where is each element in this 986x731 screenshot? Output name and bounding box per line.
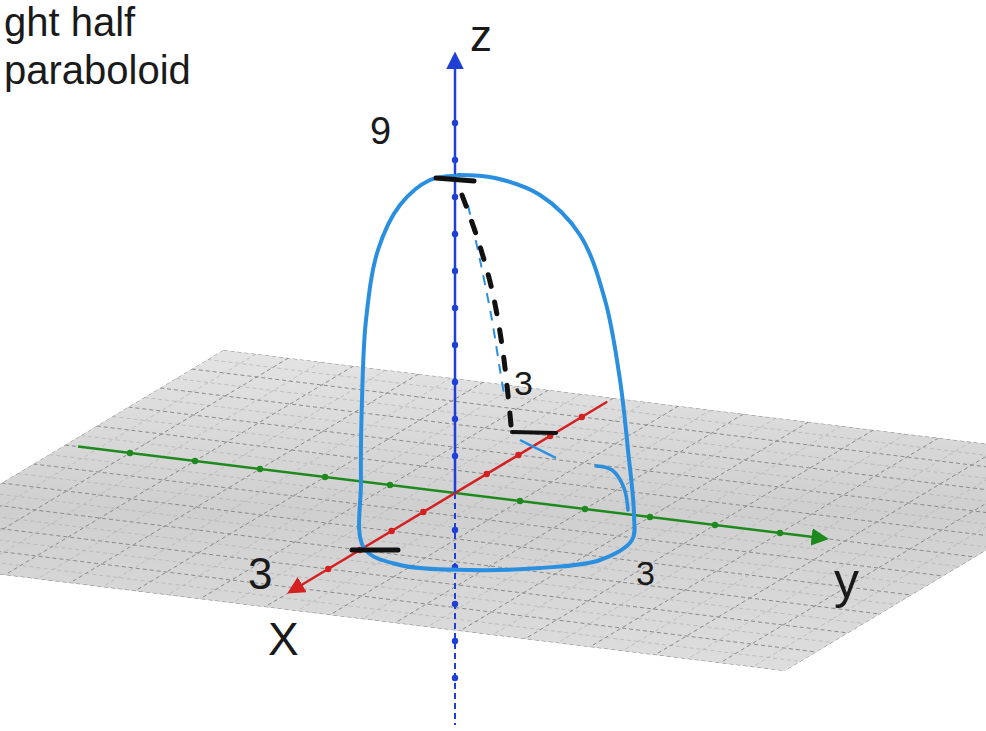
pen-mark <box>352 548 398 553</box>
tick-dot <box>582 506 588 512</box>
paraboloid-hidden-edge <box>468 205 505 400</box>
tick-dot <box>452 601 458 607</box>
grid-line <box>160 388 986 500</box>
tick-dot <box>452 194 458 200</box>
grid-line <box>590 438 939 647</box>
grid-line <box>525 430 874 639</box>
axis-ticks <box>127 120 783 681</box>
paraboloid-stroke <box>596 466 628 510</box>
grid-line <box>0 540 817 652</box>
axis-value: 9 <box>370 112 391 150</box>
grid-line <box>0 362 321 571</box>
grid-line <box>70 374 419 583</box>
tick-dot <box>388 528 394 534</box>
grid-line <box>427 418 776 627</box>
tick-dot <box>420 509 426 515</box>
tick-dot <box>452 379 458 385</box>
grid-line <box>0 358 289 567</box>
grid-line <box>557 434 906 643</box>
axis-name: z <box>470 14 492 58</box>
tick-dot <box>712 522 718 528</box>
y-axis <box>78 447 826 539</box>
grid-line <box>102 378 451 587</box>
tick-dot <box>452 453 458 459</box>
tick-dot <box>484 471 490 477</box>
tick-dot <box>452 342 458 348</box>
pen-mark <box>512 432 556 433</box>
pen-mark <box>436 178 474 181</box>
note-text: ght half <box>4 2 135 42</box>
grid-lines <box>0 350 986 671</box>
grid-line <box>492 426 841 635</box>
grid-line <box>785 462 986 671</box>
grid-line <box>224 350 986 462</box>
tick-dot <box>192 458 198 464</box>
tick-dot <box>257 466 263 472</box>
grid-line <box>208 360 986 472</box>
tick-dot <box>647 514 653 520</box>
note-text: paraboloid <box>4 50 191 90</box>
tick-dot <box>452 416 458 422</box>
tick-dot <box>452 120 458 126</box>
tick-dot <box>452 675 458 681</box>
grid-line <box>5 366 354 575</box>
grid-line <box>0 559 785 671</box>
tick-dot <box>452 527 458 533</box>
tick-dot <box>452 268 458 274</box>
grid-line <box>2 483 912 595</box>
axis-value: 3 <box>514 366 533 400</box>
grid-line <box>192 369 986 481</box>
axis-name: y <box>834 556 859 606</box>
grid-line <box>81 436 986 548</box>
paraboloid-outline <box>359 175 635 570</box>
grid-line <box>362 410 711 619</box>
axis-value: 3 <box>636 556 655 590</box>
x-axis <box>290 402 607 592</box>
tick-dot <box>452 231 458 237</box>
grid-line <box>655 446 986 655</box>
grid-line <box>395 414 744 623</box>
tick-dot <box>777 530 783 536</box>
grid-line <box>232 394 581 603</box>
pen-marks <box>352 178 556 550</box>
grid-line <box>167 386 516 595</box>
tick-dot <box>515 452 521 458</box>
grid-line <box>65 445 975 557</box>
pen-mark <box>462 195 511 425</box>
grid-line <box>200 390 549 599</box>
grid-line <box>0 350 224 559</box>
tick-dot <box>452 638 458 644</box>
grid-line <box>0 502 880 614</box>
grid-line <box>0 493 896 605</box>
grid-line <box>265 398 614 607</box>
grid-line <box>622 442 971 651</box>
grid-line <box>720 454 986 663</box>
axis-name: X <box>268 616 299 662</box>
grid-line <box>0 521 848 633</box>
tick-dot <box>452 157 458 163</box>
ground-plane <box>0 350 986 671</box>
grid-line <box>752 458 986 667</box>
tick-dot <box>387 482 393 488</box>
grid-line <box>37 370 386 579</box>
tick-dot <box>452 305 458 311</box>
grid-line <box>135 382 484 591</box>
grid-line <box>297 402 646 611</box>
grid-line <box>33 464 943 576</box>
grid-line <box>687 450 986 659</box>
tick-dot <box>579 414 585 420</box>
tick-dot <box>517 498 523 504</box>
tick-dot <box>325 566 331 572</box>
axis-value: 3 <box>248 552 272 596</box>
paraboloid-stroke <box>520 440 556 458</box>
tick-dot <box>127 450 133 456</box>
tick-dot <box>322 474 328 480</box>
